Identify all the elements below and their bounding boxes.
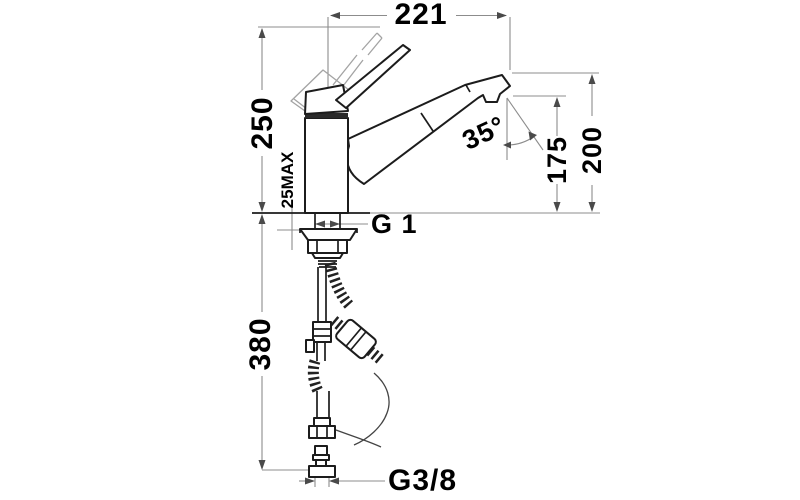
body-gasket-band [305, 113, 348, 118]
braided-section [307, 359, 324, 394]
dim-outlet-height: 175 [542, 136, 572, 184]
dim-spray-angle: 35° [458, 110, 510, 156]
head-joint-line [465, 84, 471, 93]
dim-spout-top-height: 200 [577, 126, 607, 174]
faucet-body [304, 117, 349, 214]
dim-max-deck-thickness: 25MAX [278, 151, 297, 208]
dim-height-above-deck: 250 [246, 96, 279, 149]
dim-under-deck-length: 380 [244, 317, 277, 370]
connector-tab [305, 339, 315, 353]
hose-weight [330, 316, 385, 365]
corrugated-hose [324, 261, 354, 309]
handle-cap [304, 84, 349, 115]
hose-connector [312, 321, 332, 343]
mounting-flange [299, 228, 358, 241]
handle-lever [335, 44, 411, 109]
pullout-hose-curve [335, 429, 382, 448]
dim-spout-reach: 221 [394, 0, 447, 31]
dim-body-thread: G 1 [371, 209, 418, 239]
dimension-lines [252, 12, 600, 487]
pullout-hose-curve [353, 372, 390, 446]
dim-supply-thread: G3/8 [388, 464, 457, 497]
mounting-nut [307, 239, 348, 254]
faucet-body-group [299, 44, 511, 268]
hose-nut-lower [308, 465, 336, 478]
dimension-labels: 221 250 25MAX 35° 175 200 G 1 380 G3/8 [244, 0, 607, 497]
supply-hoses-group [305, 261, 390, 478]
spout-joint-line [420, 112, 434, 132]
hose-nut-upper [308, 425, 336, 439]
